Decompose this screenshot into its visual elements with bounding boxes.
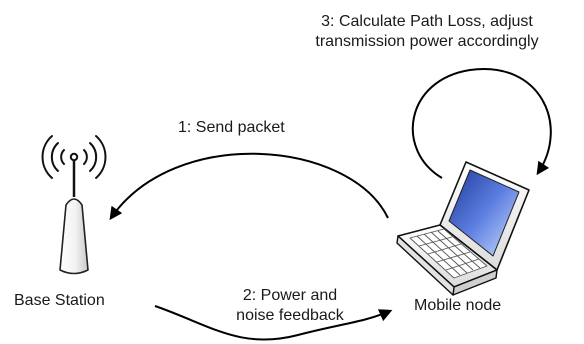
radio-tower-icon xyxy=(41,135,107,275)
step2-label: 2: Power and noise feedback xyxy=(210,286,370,326)
step3-line2: transmission power accordingly xyxy=(315,33,539,50)
keyboard xyxy=(409,228,488,279)
send-packet-arrow xyxy=(109,152,389,221)
feedback-arrow xyxy=(154,305,393,341)
base-station-label: Base Station xyxy=(14,292,105,309)
mobile-node-label: Mobile node xyxy=(414,297,502,314)
step2-line1: 2: Power and xyxy=(242,287,338,304)
step3-line1: 3: Calculate Path Loss, adjust xyxy=(321,13,533,30)
step2-line2: noise feedback xyxy=(236,307,344,324)
step1-label: 1: Send packet xyxy=(178,119,285,136)
self-loop-arrow xyxy=(411,67,552,179)
step3-label: 3: Calculate Path Loss, adjust transmiss… xyxy=(282,12,572,52)
signal-waves xyxy=(41,135,107,179)
laptop-icon xyxy=(396,161,530,296)
